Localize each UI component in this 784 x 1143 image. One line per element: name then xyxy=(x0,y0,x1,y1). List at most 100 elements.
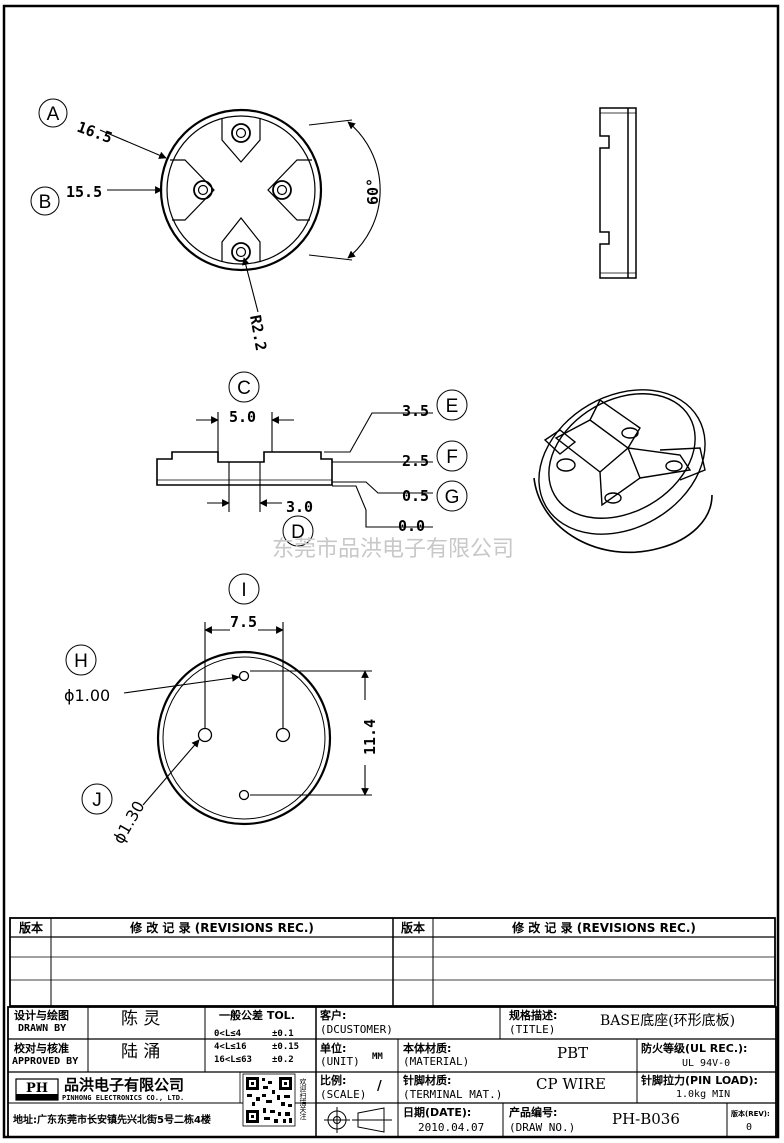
title-value: BASE底座(环形底板) xyxy=(600,1013,736,1029)
sheet-border xyxy=(2,4,780,1139)
dim-j-value: ϕ1.30 xyxy=(109,798,149,847)
svg-text:G: G xyxy=(445,487,460,508)
front-view-dimensions xyxy=(196,412,433,528)
company-logo: PH xyxy=(15,1078,59,1101)
tolerance-value-3: ±0.2 xyxy=(272,1055,294,1065)
scale-label-cn: 比例: xyxy=(320,1074,347,1087)
svg-text:J: J xyxy=(92,790,102,811)
drawn-by-en: DRAWN BY xyxy=(18,1023,67,1034)
rev-header-version-left: 版本 xyxy=(19,920,43,935)
label-b-bubble: B xyxy=(30,186,60,216)
terminal-value: CP WIRE xyxy=(536,1075,606,1093)
rev-value: 0 xyxy=(746,1122,753,1133)
date-value: 2010.04.07 xyxy=(418,1121,485,1134)
tolerance-value-1: ±0.1 xyxy=(272,1029,294,1039)
svg-text:I: I xyxy=(241,580,246,601)
dim-a-value: 16.5 xyxy=(75,118,115,147)
approved-by-name: 陆 涌 xyxy=(121,1042,161,1062)
unit-label-cn: 单位: xyxy=(320,1042,347,1055)
bottom-view xyxy=(156,650,332,826)
label-c-bubble: C xyxy=(228,371,260,403)
pin-load-value: 1.0kg MIN xyxy=(676,1089,731,1100)
rev-header-record-left: 修 改 记 录 (REVISIONS REC.) xyxy=(129,920,314,935)
label-i-bubble: I xyxy=(228,573,260,605)
dim-i-value: 7.5 xyxy=(230,613,257,631)
label-e-bubble: E xyxy=(436,389,468,421)
label-h-bubble: H xyxy=(65,644,97,676)
dim-angle-value: 60° xyxy=(364,178,382,205)
title-label-en: (TITLE) xyxy=(509,1023,556,1036)
date-label: 日期(DATE): xyxy=(403,1106,472,1119)
unit-value: MM xyxy=(372,1052,383,1062)
top-view-dimensions xyxy=(99,119,381,313)
title-label-cn: 规格描述: xyxy=(509,1009,558,1022)
company-name-en: PINHONG ELECTRONICS CO., LTD. xyxy=(62,1094,185,1102)
revisions-table xyxy=(9,917,776,1007)
customer-label-en: (DCUSTOMER) xyxy=(320,1023,393,1036)
dim-height-value: 11.4 xyxy=(361,719,379,755)
drawn-by-cn: 设计与绘图 xyxy=(14,1009,69,1022)
material-value: PBT xyxy=(557,1044,589,1062)
terminal-label-en: (TERMINAL MAT.) xyxy=(403,1088,503,1101)
dim-f-value: 2.5 xyxy=(402,452,429,470)
draw-no-value: PH-B036 xyxy=(612,1110,680,1128)
svg-text:F: F xyxy=(446,447,458,468)
rev-header-record-right: 修 改 记 录 (REVISIONS REC.) xyxy=(511,920,696,935)
label-j-bubble: J xyxy=(81,783,113,815)
terminal-label-cn: 针脚材质: xyxy=(403,1074,452,1087)
rev-header-version-right: 版本 xyxy=(401,920,425,935)
qr-side-text: 欢迎扫描关注 xyxy=(299,1077,307,1121)
company-address: 地址:广东东莞市长安镇先兴北街5号二栋4楼 xyxy=(13,1115,211,1126)
scale-label-en: (SCALE) xyxy=(320,1088,367,1101)
svg-text:D: D xyxy=(291,522,305,543)
bottom-view-dimensions xyxy=(123,622,372,806)
draw-no-label-cn: 产品编号: xyxy=(509,1106,558,1119)
pin-load-label: 针脚拉力(PIN LOAD): xyxy=(641,1074,758,1087)
company-name-cn: 品洪电子有限公司 xyxy=(64,1076,185,1094)
dim-zero-value: 0.0 xyxy=(398,517,425,535)
tolerance-range-3: 16<L≤63 xyxy=(214,1055,252,1065)
dim-radius-value: R2.2 xyxy=(246,314,270,353)
approved-by-en: APPROVED BY xyxy=(12,1056,79,1067)
label-a-bubble: A xyxy=(38,98,68,128)
unit-label-en: (UNIT) xyxy=(320,1055,360,1068)
side-view xyxy=(599,107,637,279)
tolerance-title: 一般公差 TOL. xyxy=(219,1009,295,1022)
svg-text:H: H xyxy=(74,651,88,672)
title-block-grid xyxy=(7,1006,777,1138)
top-view xyxy=(159,108,323,272)
qr-code xyxy=(242,1073,296,1127)
svg-text:PH: PH xyxy=(26,1081,48,1096)
dim-g-value: 0.5 xyxy=(402,487,429,505)
dim-b-value: 15.5 xyxy=(66,183,102,201)
rev-label: 版本(REV): xyxy=(731,1110,770,1118)
projection-symbol xyxy=(324,1107,392,1133)
approved-by-cn: 校对与核准 xyxy=(14,1042,69,1055)
dim-h-value: ϕ1.00 xyxy=(64,686,110,705)
tolerance-range-1: 0<L≤4 xyxy=(214,1029,242,1039)
tolerance-value-2: ±0.15 xyxy=(272,1042,300,1052)
svg-text:B: B xyxy=(39,192,52,213)
svg-text:A: A xyxy=(47,104,60,125)
label-f-bubble: F xyxy=(436,440,468,472)
dim-e-value: 3.5 xyxy=(402,402,429,420)
ul-label: 防火等级(UL REC.): xyxy=(641,1042,748,1055)
scale-value: / xyxy=(377,1079,382,1094)
front-view xyxy=(156,451,333,486)
draw-no-label-en: (DRAW NO.) xyxy=(509,1121,576,1134)
dim-d-value: 3.0 xyxy=(286,498,313,516)
dim-c-value: 5.0 xyxy=(229,408,256,426)
ul-value: UL 94V-0 xyxy=(682,1058,731,1069)
tolerance-range-2: 4<L≤16 xyxy=(214,1042,247,1052)
watermark: 东莞市品洪电子有限公司 xyxy=(272,537,514,562)
material-label-cn: 本体材质: xyxy=(403,1042,452,1055)
customer-label-cn: 客户: xyxy=(320,1009,347,1022)
svg-text:E: E xyxy=(446,396,459,417)
material-label-en: (MATERIAL) xyxy=(403,1055,470,1068)
label-g-bubble: G xyxy=(436,480,468,512)
drawn-by-name: 陈 灵 xyxy=(121,1009,161,1029)
svg-text:C: C xyxy=(237,378,251,399)
isometric-view xyxy=(533,389,713,554)
label-d-bubble: D xyxy=(282,515,314,547)
